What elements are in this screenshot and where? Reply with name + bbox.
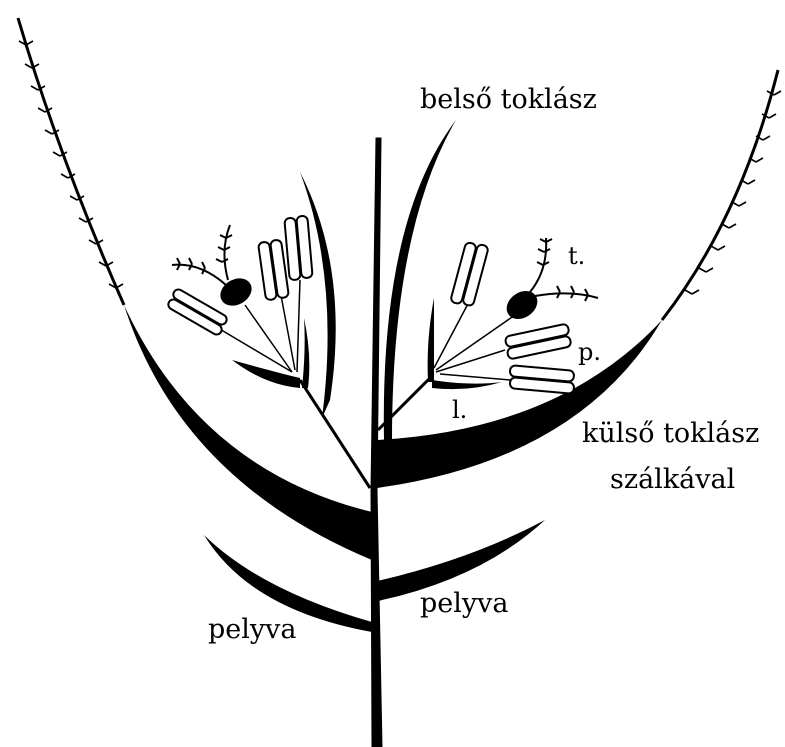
left-floret-stalk xyxy=(300,380,370,488)
right-inner-lemma xyxy=(384,120,456,440)
label-inner-lemma: belső toklász xyxy=(420,86,597,113)
right-ovary xyxy=(502,286,542,324)
right-lodicule xyxy=(432,380,502,389)
label-glume-right: pelyva xyxy=(420,590,509,617)
left-lodicule xyxy=(232,360,300,388)
right-awn xyxy=(662,70,778,320)
label-outer-lemma-line2: szálkával xyxy=(610,466,735,493)
right-stigmas xyxy=(530,238,598,301)
label-t: t. xyxy=(568,244,585,268)
left-awn-barbs xyxy=(19,41,123,288)
left-lodicule-2 xyxy=(302,318,309,388)
label-glume-left: pelyva xyxy=(208,616,297,643)
left-stigmas xyxy=(172,225,232,285)
right-lodicule-2 xyxy=(428,298,434,382)
left-anthers xyxy=(167,216,313,337)
left-ovary xyxy=(216,274,256,311)
label-l: l. xyxy=(452,398,467,422)
label-p: p. xyxy=(578,340,601,364)
label-outer-lemma-line1: külső toklász xyxy=(582,420,759,447)
right-filaments xyxy=(434,300,515,380)
left-awn xyxy=(18,18,124,305)
